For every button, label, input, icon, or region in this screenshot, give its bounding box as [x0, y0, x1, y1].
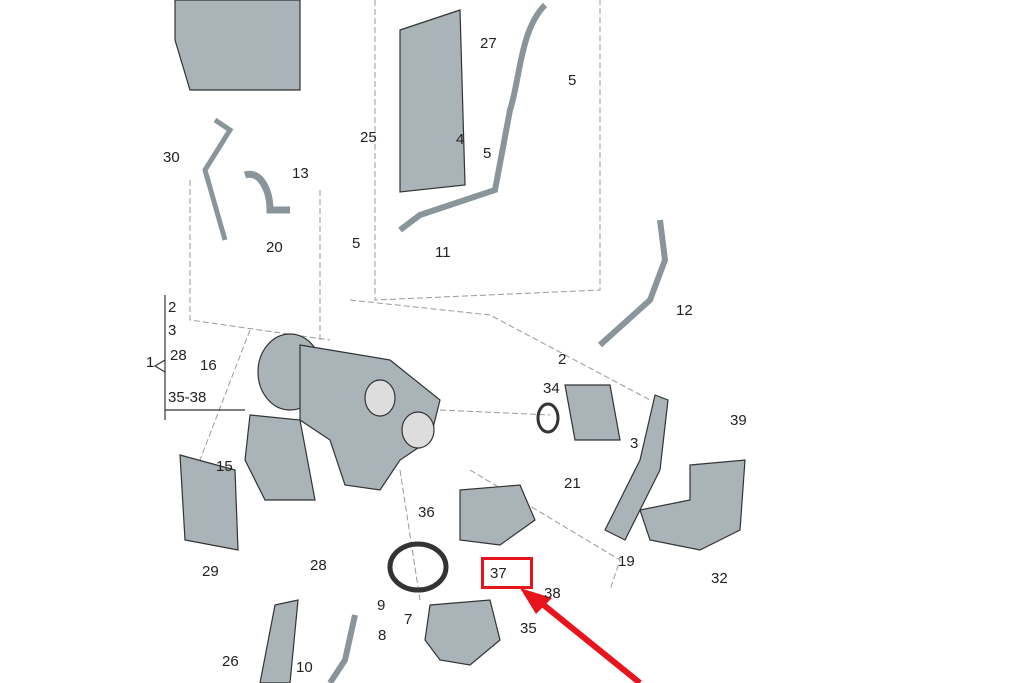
heat-shield-bracket-part — [399, 9, 466, 193]
bracket-26-part — [259, 599, 299, 683]
part-label: 21 — [564, 475, 581, 492]
highlight-box-37 — [481, 557, 533, 589]
oil-return-pipe-part — [327, 614, 358, 683]
oxygen-sensor-part — [202, 117, 234, 241]
wastegate-actuator-37-part — [459, 484, 536, 546]
part-label: 11 — [435, 244, 451, 261]
part-label: 20 — [266, 239, 283, 256]
part-label: 8 — [378, 627, 387, 644]
part-label: 25 — [360, 129, 377, 146]
leader-line — [199, 329, 251, 461]
bracket-19-part — [604, 394, 669, 541]
gasket-29-part — [179, 454, 239, 551]
part-label: 3 — [168, 322, 177, 339]
pressure-actuator-part — [564, 384, 621, 441]
leader-line — [349, 299, 651, 401]
part-label: 35 — [520, 620, 537, 637]
turbo-flange-gasket-part — [244, 414, 316, 501]
part-label: 9 — [377, 597, 386, 614]
part-label: 26 — [222, 653, 239, 670]
part-label: 32 — [711, 570, 728, 587]
part-label: 12 — [676, 302, 693, 319]
part-label: 13 — [292, 165, 309, 182]
hose-part — [243, 170, 290, 214]
leader-line — [439, 409, 551, 416]
part-label: 15 — [216, 458, 233, 475]
part-label: 30 — [163, 149, 180, 166]
part-label: 39 — [730, 412, 747, 429]
part-label: 7 — [404, 611, 413, 628]
bracket-line — [153, 295, 166, 420]
part-label: 1 — [146, 354, 155, 371]
part-label: 5 — [483, 145, 492, 162]
part-label: 27 — [480, 35, 497, 52]
oil-pipe-part — [398, 2, 548, 233]
leader-line — [374, 0, 601, 301]
catalytic-converter-part — [174, 0, 301, 91]
part-label: 5 — [352, 235, 361, 252]
red-arrowhead-icon — [520, 588, 552, 614]
part-label: 4 — [456, 131, 465, 148]
pipe-35-part — [424, 599, 501, 666]
part-label: 38 — [544, 585, 561, 602]
part-label: 5 — [568, 72, 577, 89]
part-label: 2 — [558, 351, 567, 368]
part-label: 29 — [202, 563, 219, 580]
turbocharger-housing-part — [299, 344, 441, 491]
part-label: 3 — [630, 435, 639, 452]
part-label: 36 — [418, 504, 435, 521]
red-arrow-icon — [533, 595, 642, 683]
coolant-pipe-part — [597, 219, 669, 348]
part-label-highlighted: 37 — [490, 565, 507, 582]
part-label: 2 — [168, 299, 177, 316]
part-label: 34 — [543, 380, 560, 397]
part-label: 35-38 — [168, 389, 207, 406]
part-label: 10 — [296, 659, 313, 676]
part-label: 16 — [200, 357, 217, 374]
elbow-32-part — [639, 459, 746, 551]
leader-line — [189, 180, 331, 341]
part-label: 28 — [310, 557, 327, 574]
part-label: 19 — [618, 553, 635, 570]
leader-line — [399, 469, 421, 601]
part-label: 28 — [170, 347, 187, 364]
seal-ring-36-part — [387, 541, 449, 593]
